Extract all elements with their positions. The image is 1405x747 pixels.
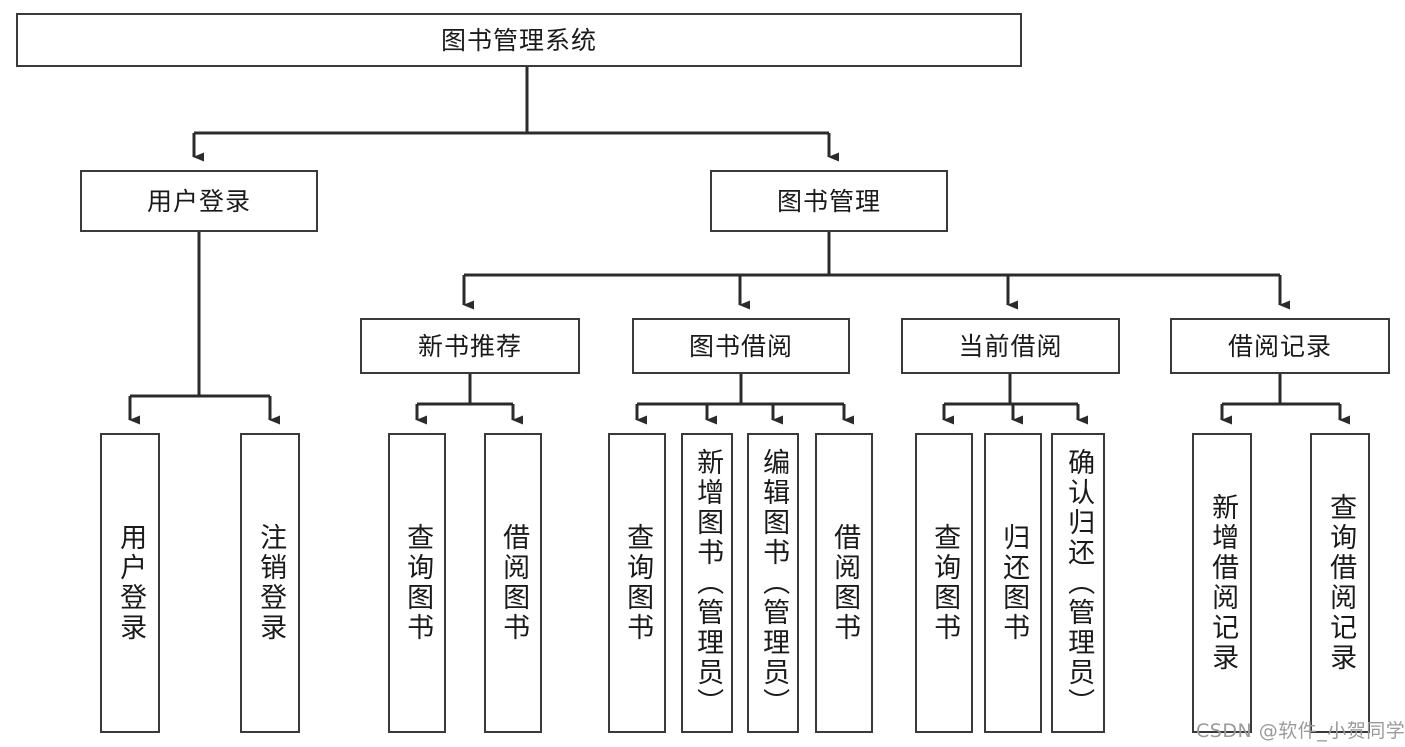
node-l-a1[interactable]: 用户登录 [100, 433, 160, 733]
node-label: 查询图书 [929, 523, 961, 643]
node-label: 查询图书 [622, 523, 654, 643]
node-label: 确认归还（管理员） [1063, 448, 1095, 718]
node-l-e1[interactable]: 新增借阅记录 [1192, 433, 1252, 733]
node-n-login[interactable]: 用户登录 [80, 170, 318, 232]
node-l-a2[interactable]: 注销登录 [240, 433, 300, 733]
node-l-c4[interactable]: 借阅图书 [815, 433, 873, 733]
node-l-d3[interactable]: 确认归还（管理员） [1051, 433, 1105, 733]
node-l-c2[interactable]: 新增图书（管理员） [681, 433, 733, 733]
node-root[interactable]: 图书管理系统 [16, 13, 1022, 67]
node-l-b2[interactable]: 借阅图书 [484, 433, 542, 733]
node-label: 图书管理系统 [440, 25, 597, 55]
node-n-cur[interactable]: 当前借阅 [901, 318, 1120, 374]
node-label: 新书推荐 [417, 331, 522, 361]
node-label: 用户登录 [146, 186, 251, 216]
csdn-watermark: CSDN @软件_小贺同学 [1196, 720, 1405, 742]
node-label: 图书借阅 [688, 331, 793, 361]
node-label: 查询借阅记录 [1325, 493, 1357, 673]
node-label: 图书管理 [776, 186, 881, 216]
node-label: 查询图书 [402, 523, 434, 643]
node-l-c1[interactable]: 查询图书 [608, 433, 666, 733]
node-n-borrow[interactable]: 图书借阅 [632, 318, 850, 374]
node-n-new[interactable]: 新书推荐 [360, 318, 580, 374]
node-l-d1[interactable]: 查询图书 [915, 433, 973, 733]
node-label: 归还图书 [998, 523, 1030, 643]
node-label: 新增图书（管理员） [692, 448, 724, 718]
node-l-b1[interactable]: 查询图书 [388, 433, 446, 733]
node-label: 借阅图书 [498, 523, 530, 643]
node-label: 当前借阅 [958, 331, 1063, 361]
node-label: 借阅记录 [1227, 331, 1332, 361]
node-label: 借阅图书 [829, 523, 861, 643]
node-l-e2[interactable]: 查询借阅记录 [1310, 433, 1370, 733]
node-label: 新增借阅记录 [1207, 493, 1239, 673]
node-label: 用户登录 [115, 523, 147, 643]
node-label: 编辑图书（管理员） [758, 448, 790, 718]
node-label: 注销登录 [255, 523, 287, 643]
node-l-d2[interactable]: 归还图书 [984, 433, 1042, 733]
node-n-rec[interactable]: 借阅记录 [1170, 318, 1390, 374]
node-n-book[interactable]: 图书管理 [710, 170, 948, 232]
node-l-c3[interactable]: 编辑图书（管理员） [747, 433, 799, 733]
